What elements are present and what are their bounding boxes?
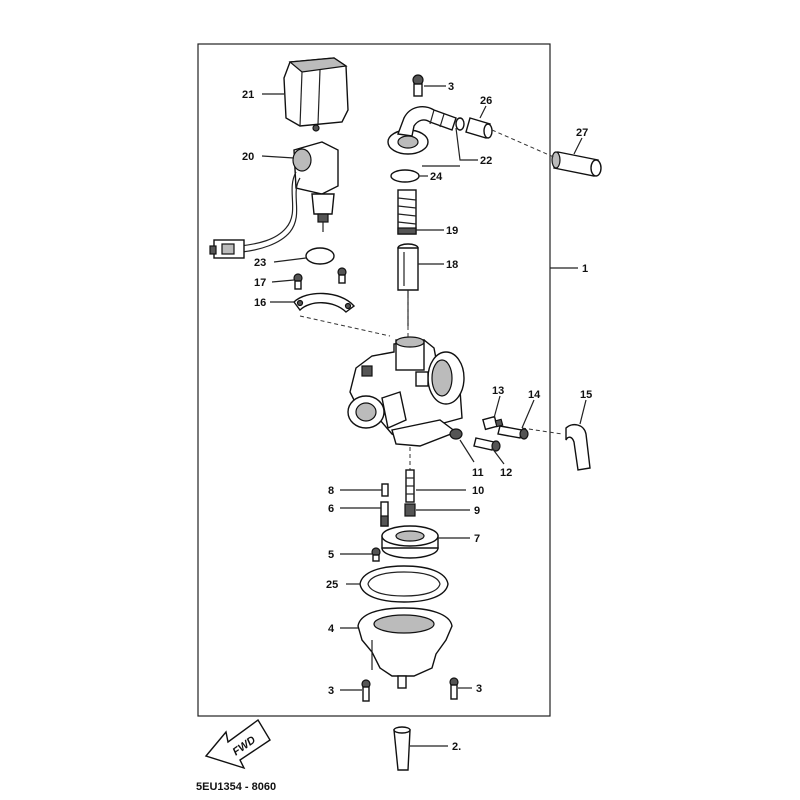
callout-27: 27 <box>576 127 588 139</box>
part-19-spring <box>397 189 417 235</box>
callout-12: 12 <box>500 467 512 479</box>
part-11-screw <box>449 428 463 440</box>
part-23-o-ring <box>305 247 335 265</box>
callout-23: 23 <box>254 257 266 269</box>
callout-5: 5 <box>328 549 334 561</box>
callout-26: 26 <box>480 95 492 107</box>
assembly-line-22-27 <box>491 129 557 159</box>
callout-labels: 21 20 3 26 27 22 24 19 18 1 23 17 16 13 … <box>242 81 592 753</box>
callout-10: 10 <box>472 485 484 497</box>
callout-4: 4 <box>328 623 335 635</box>
callout-3-bottom-left: 3 <box>328 685 334 697</box>
part-20-starter-plunger <box>209 141 339 259</box>
part-4-float-chamber <box>357 607 453 689</box>
callout-13: 13 <box>492 385 504 397</box>
callout-25: 25 <box>326 579 338 591</box>
part-17-screws <box>293 267 347 290</box>
part-24-o-ring <box>390 169 420 183</box>
callout-3-top: 3 <box>448 81 454 93</box>
part-2-drain-tube <box>393 726 411 771</box>
callout-18: 18 <box>446 259 458 271</box>
part-1-carburetor-body <box>347 336 465 447</box>
part-22-elbow-fitting <box>387 106 457 155</box>
callout-14: 14 <box>528 389 541 401</box>
leader-lines <box>261 85 587 747</box>
part-10-needle-jet <box>405 469 415 503</box>
part-8-pin <box>381 483 389 497</box>
callout-9: 9 <box>474 505 480 517</box>
part-21-cap <box>283 57 349 132</box>
callout-15: 15 <box>580 389 592 401</box>
fwd-arrow-icon: FWD <box>204 718 271 770</box>
callout-11: 11 <box>472 467 484 479</box>
callout-7: 7 <box>474 533 480 545</box>
part-5-screw <box>371 547 381 562</box>
part-3-top-screw <box>412 74 424 97</box>
callout-24: 24 <box>430 171 443 183</box>
callout-19: 19 <box>446 225 458 237</box>
part-14-screw <box>497 425 529 440</box>
part-27-hose <box>551 151 602 177</box>
part-25-gasket <box>359 565 449 603</box>
callout-22: 22 <box>480 155 492 167</box>
callout-6: 6 <box>328 503 334 515</box>
callout-21: 21 <box>242 89 254 101</box>
callout-17: 17 <box>254 277 266 289</box>
callout-3-bottom-right: 3 <box>476 683 482 695</box>
part-15-hose <box>565 423 591 471</box>
assembly-frame <box>197 43 551 717</box>
callout-20: 20 <box>242 151 254 163</box>
part-3-bottom-screw-right <box>449 677 459 700</box>
callout-8: 8 <box>328 485 334 497</box>
part-9-main-jet <box>404 503 416 517</box>
part-16-plate <box>293 292 356 313</box>
part-18-throttle-valve <box>397 243 419 326</box>
part-6-pin <box>380 501 389 527</box>
part-12-screw <box>473 437 501 452</box>
assembly-line-16-body <box>299 315 391 337</box>
callout-2: 2. <box>452 741 461 753</box>
callout-1: 1 <box>582 263 588 275</box>
part-7-float <box>381 525 439 559</box>
callout-16: 16 <box>254 297 266 309</box>
part-code-label: 5EU1354 - 8060 <box>196 781 276 793</box>
part-26-sleeve <box>455 117 493 139</box>
part-3-bottom-screw-left <box>361 679 371 702</box>
